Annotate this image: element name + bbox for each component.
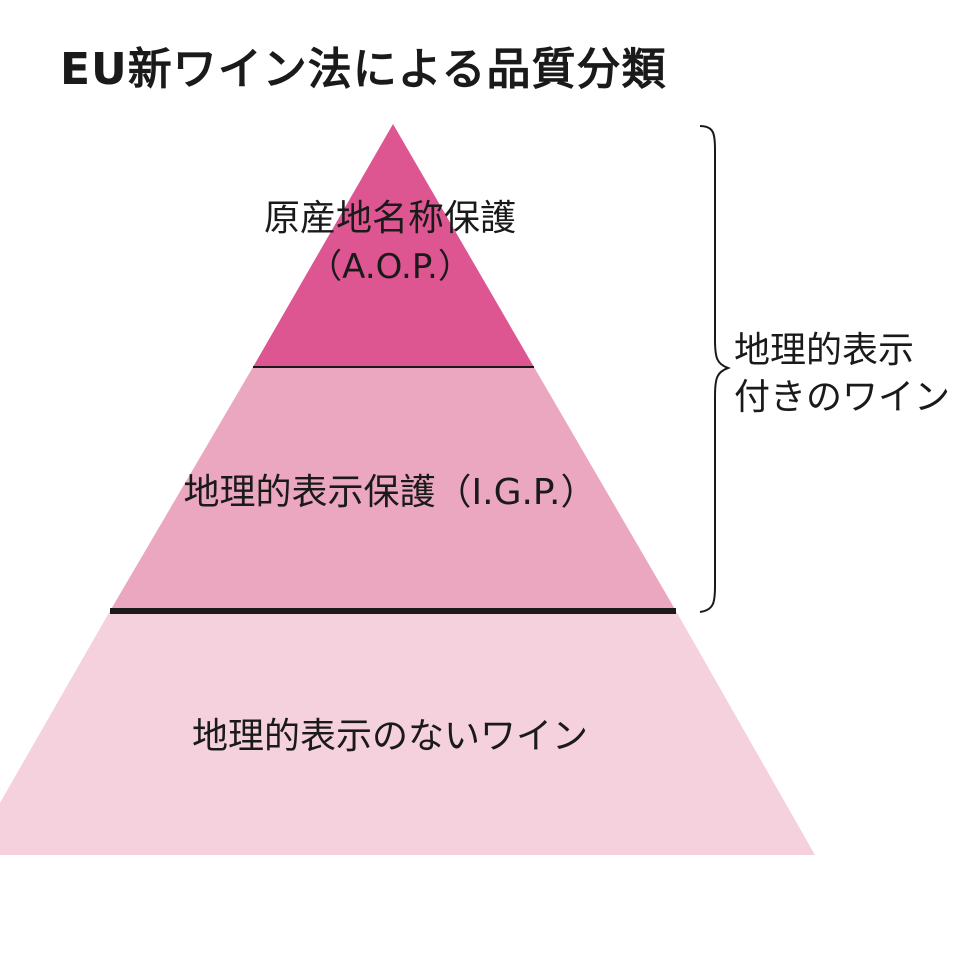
- tier-aop-label: 原産地名称保護 （A.O.P.）: [190, 194, 590, 292]
- tier-igp: [110, 367, 676, 611]
- diagram-title: EU新ワイン法による品質分類: [60, 44, 667, 95]
- bracket-label-line2: 付きのワイン: [734, 376, 951, 418]
- curly-brace: [699, 125, 731, 613]
- bracket-label-line1: 地理的表示: [734, 330, 915, 371]
- tier-aop-name: 原産地名称保護: [263, 198, 516, 239]
- tier-none-label: 地理的表示のないワイン: [191, 716, 588, 757]
- tier-aop: [253, 124, 534, 367]
- bracket-label: 地理的表示 付きのワイン: [734, 328, 950, 422]
- tier-aop-abbr: （A.O.P.）: [308, 247, 472, 288]
- tier-igp-label: 地理的表示保護（I.G.P.）: [183, 472, 597, 513]
- tier-no-geographical-indication: [0, 611, 815, 855]
